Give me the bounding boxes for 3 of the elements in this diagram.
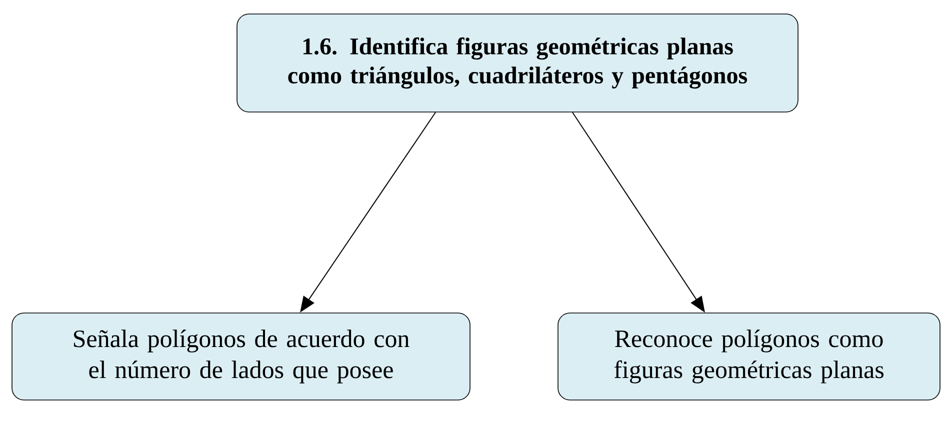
- concept-box: Reconoce polígonos como figuras geométricas planas: [558, 312, 940, 400]
- concept-box: Señala polígonos de acuerdo con el número de lados que posee: [12, 312, 470, 400]
- concept-box: 1.6. Identifica figuras geométricas planas como triángulos, cuadriláteros y pentágonos: [236, 14, 798, 112]
